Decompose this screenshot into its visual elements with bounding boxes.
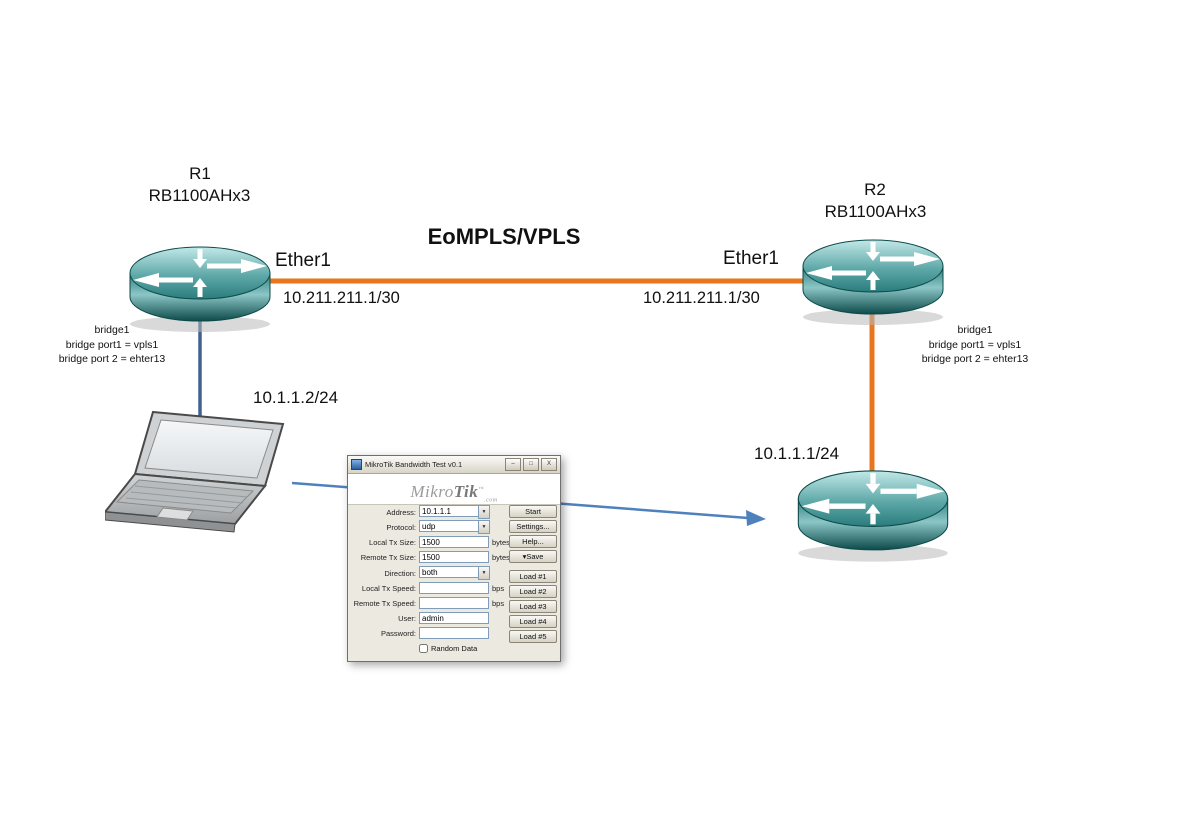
traffic-flow-arrowhead xyxy=(746,510,766,526)
r1-bridge-note: bridge1 bridge port1 = vpls1 bridge port… xyxy=(27,323,197,367)
r1-bridge-line-1: bridge1 xyxy=(94,324,130,336)
random-data-label: Random Data xyxy=(431,643,478,653)
remote-tx-size-input[interactable] xyxy=(419,551,489,563)
router-r1-icon xyxy=(125,235,275,335)
local-tx-speed-row: Local Tx Speed: bps xyxy=(350,581,504,595)
remote-tx-speed-label: Remote Tx Speed: xyxy=(353,598,416,608)
r1-name: R1 xyxy=(189,164,211,183)
local-tx-size-label: Local Tx Size: xyxy=(369,537,416,547)
address-input[interactable] xyxy=(419,505,478,517)
local-tx-size-row: Local Tx Size: bytes xyxy=(350,535,510,549)
load4-button[interactable]: Load #4 xyxy=(509,615,557,628)
laptop-icon xyxy=(105,410,285,533)
local-tx-speed-unit: bps xyxy=(492,583,505,593)
password-label: Password: xyxy=(380,628,416,638)
r2-name: R2 xyxy=(864,180,886,199)
remote-tx-size-row: Remote Tx Size: bytes xyxy=(350,550,510,564)
user-label: User: xyxy=(398,613,416,623)
close-button[interactable]: X xyxy=(541,458,557,471)
r1-bridge-line-2: bridge port1 = vpls1 xyxy=(65,338,159,351)
address-label: Address: xyxy=(386,507,416,517)
btest-titlebar[interactable]: MikroTik Bandwidth Test v0.1 – □ X xyxy=(348,456,560,474)
maximize-button[interactable]: □ xyxy=(523,458,539,471)
r2-bridge-line-3: bridge port 2 = ehter13 xyxy=(921,353,1029,365)
start-button[interactable]: Start xyxy=(509,505,557,518)
r1-model: RB1100AHx3 xyxy=(148,186,251,205)
local-tx-speed-input[interactable] xyxy=(419,582,489,594)
help-button[interactable]: Help... xyxy=(509,535,557,548)
save-label: Save xyxy=(526,552,544,561)
protocol-input[interactable] xyxy=(419,520,478,532)
r1-port-label: Ether1 xyxy=(275,250,331,271)
save-dropdown-icon: ▾ xyxy=(522,552,527,561)
r3-ip: 10.1.1.1/24 xyxy=(754,444,840,463)
logo-com: .com xyxy=(484,497,498,504)
r2-port-label: Ether1 xyxy=(723,248,779,269)
logo-tik: Tik xyxy=(453,481,479,501)
load2-button[interactable]: Load #2 xyxy=(509,585,557,598)
local-tx-size-input[interactable] xyxy=(419,536,489,548)
remote-tx-speed-unit: bps xyxy=(492,598,505,608)
settings-button[interactable]: Settings... xyxy=(509,520,557,533)
wan-label: EoMPLS/VPLS xyxy=(427,224,581,249)
save-button[interactable]: ▾Save xyxy=(509,550,557,563)
load1-button[interactable]: Load #1 xyxy=(509,570,557,583)
router-r2-icon xyxy=(798,228,948,328)
local-tx-speed-label: Local Tx Speed: xyxy=(361,583,416,593)
r2-bridge-line-2: bridge port1 = vpls1 xyxy=(928,338,1022,351)
user-row: User: xyxy=(350,611,489,625)
mikrotik-logo: MikroTik™ .com xyxy=(348,474,560,505)
load3-button[interactable]: Load #3 xyxy=(509,600,557,613)
logo-tm: ™ xyxy=(478,486,485,492)
password-row: Password: xyxy=(350,626,489,640)
btest-form: Address: ▼ Protocol: ▼ Local Tx Size: by… xyxy=(348,504,560,661)
password-input[interactable] xyxy=(419,627,489,639)
remote-tx-speed-input[interactable] xyxy=(419,597,489,609)
direction-label: Direction: xyxy=(384,568,416,578)
local-tx-size-unit: bytes xyxy=(492,537,510,547)
direction-dropdown-icon[interactable]: ▼ xyxy=(478,566,490,580)
address-row: Address: ▼ xyxy=(350,505,490,519)
window-title: MikroTik Bandwidth Test v0.1 xyxy=(365,460,463,469)
minimize-button[interactable]: – xyxy=(505,458,521,471)
app-icon xyxy=(351,459,362,470)
btest-window: MikroTik Bandwidth Test v0.1 – □ X Mikro… xyxy=(347,455,561,662)
protocol-label: Protocol: xyxy=(386,522,416,532)
random-data-checkbox[interactable] xyxy=(419,643,428,653)
laptop-ip: 10.1.1.2/24 xyxy=(253,388,339,407)
protocol-row: Protocol: ▼ xyxy=(350,520,490,534)
address-dropdown-icon[interactable]: ▼ xyxy=(478,505,490,519)
protocol-dropdown-icon[interactable]: ▼ xyxy=(478,520,490,534)
direction-input[interactable] xyxy=(419,566,478,578)
remote-tx-size-unit: bytes xyxy=(492,552,510,562)
r2-bridge-line-1: bridge1 xyxy=(957,324,993,336)
remote-tx-size-label: Remote Tx Size: xyxy=(360,552,416,562)
r1-bridge-line-3: bridge port 2 = ehter13 xyxy=(58,353,166,365)
user-input[interactable] xyxy=(419,612,489,624)
r1-port-ip: 10.211.211.1/30 xyxy=(283,289,400,307)
remote-tx-speed-row: Remote Tx Speed: bps xyxy=(350,596,504,610)
load5-button[interactable]: Load #5 xyxy=(509,630,557,643)
r2-bridge-note: bridge1 bridge port1 = vpls1 bridge port… xyxy=(890,323,1060,367)
r2-port-ip: 10.211.211.1/30 xyxy=(643,289,760,307)
random-data-row: Random Data xyxy=(419,641,477,655)
direction-row: Direction: ▼ xyxy=(350,566,490,580)
router-r3-icon xyxy=(793,458,953,565)
r2-model: RB1100AHx3 xyxy=(824,202,927,221)
logo-mikro: Mikro xyxy=(410,481,454,501)
